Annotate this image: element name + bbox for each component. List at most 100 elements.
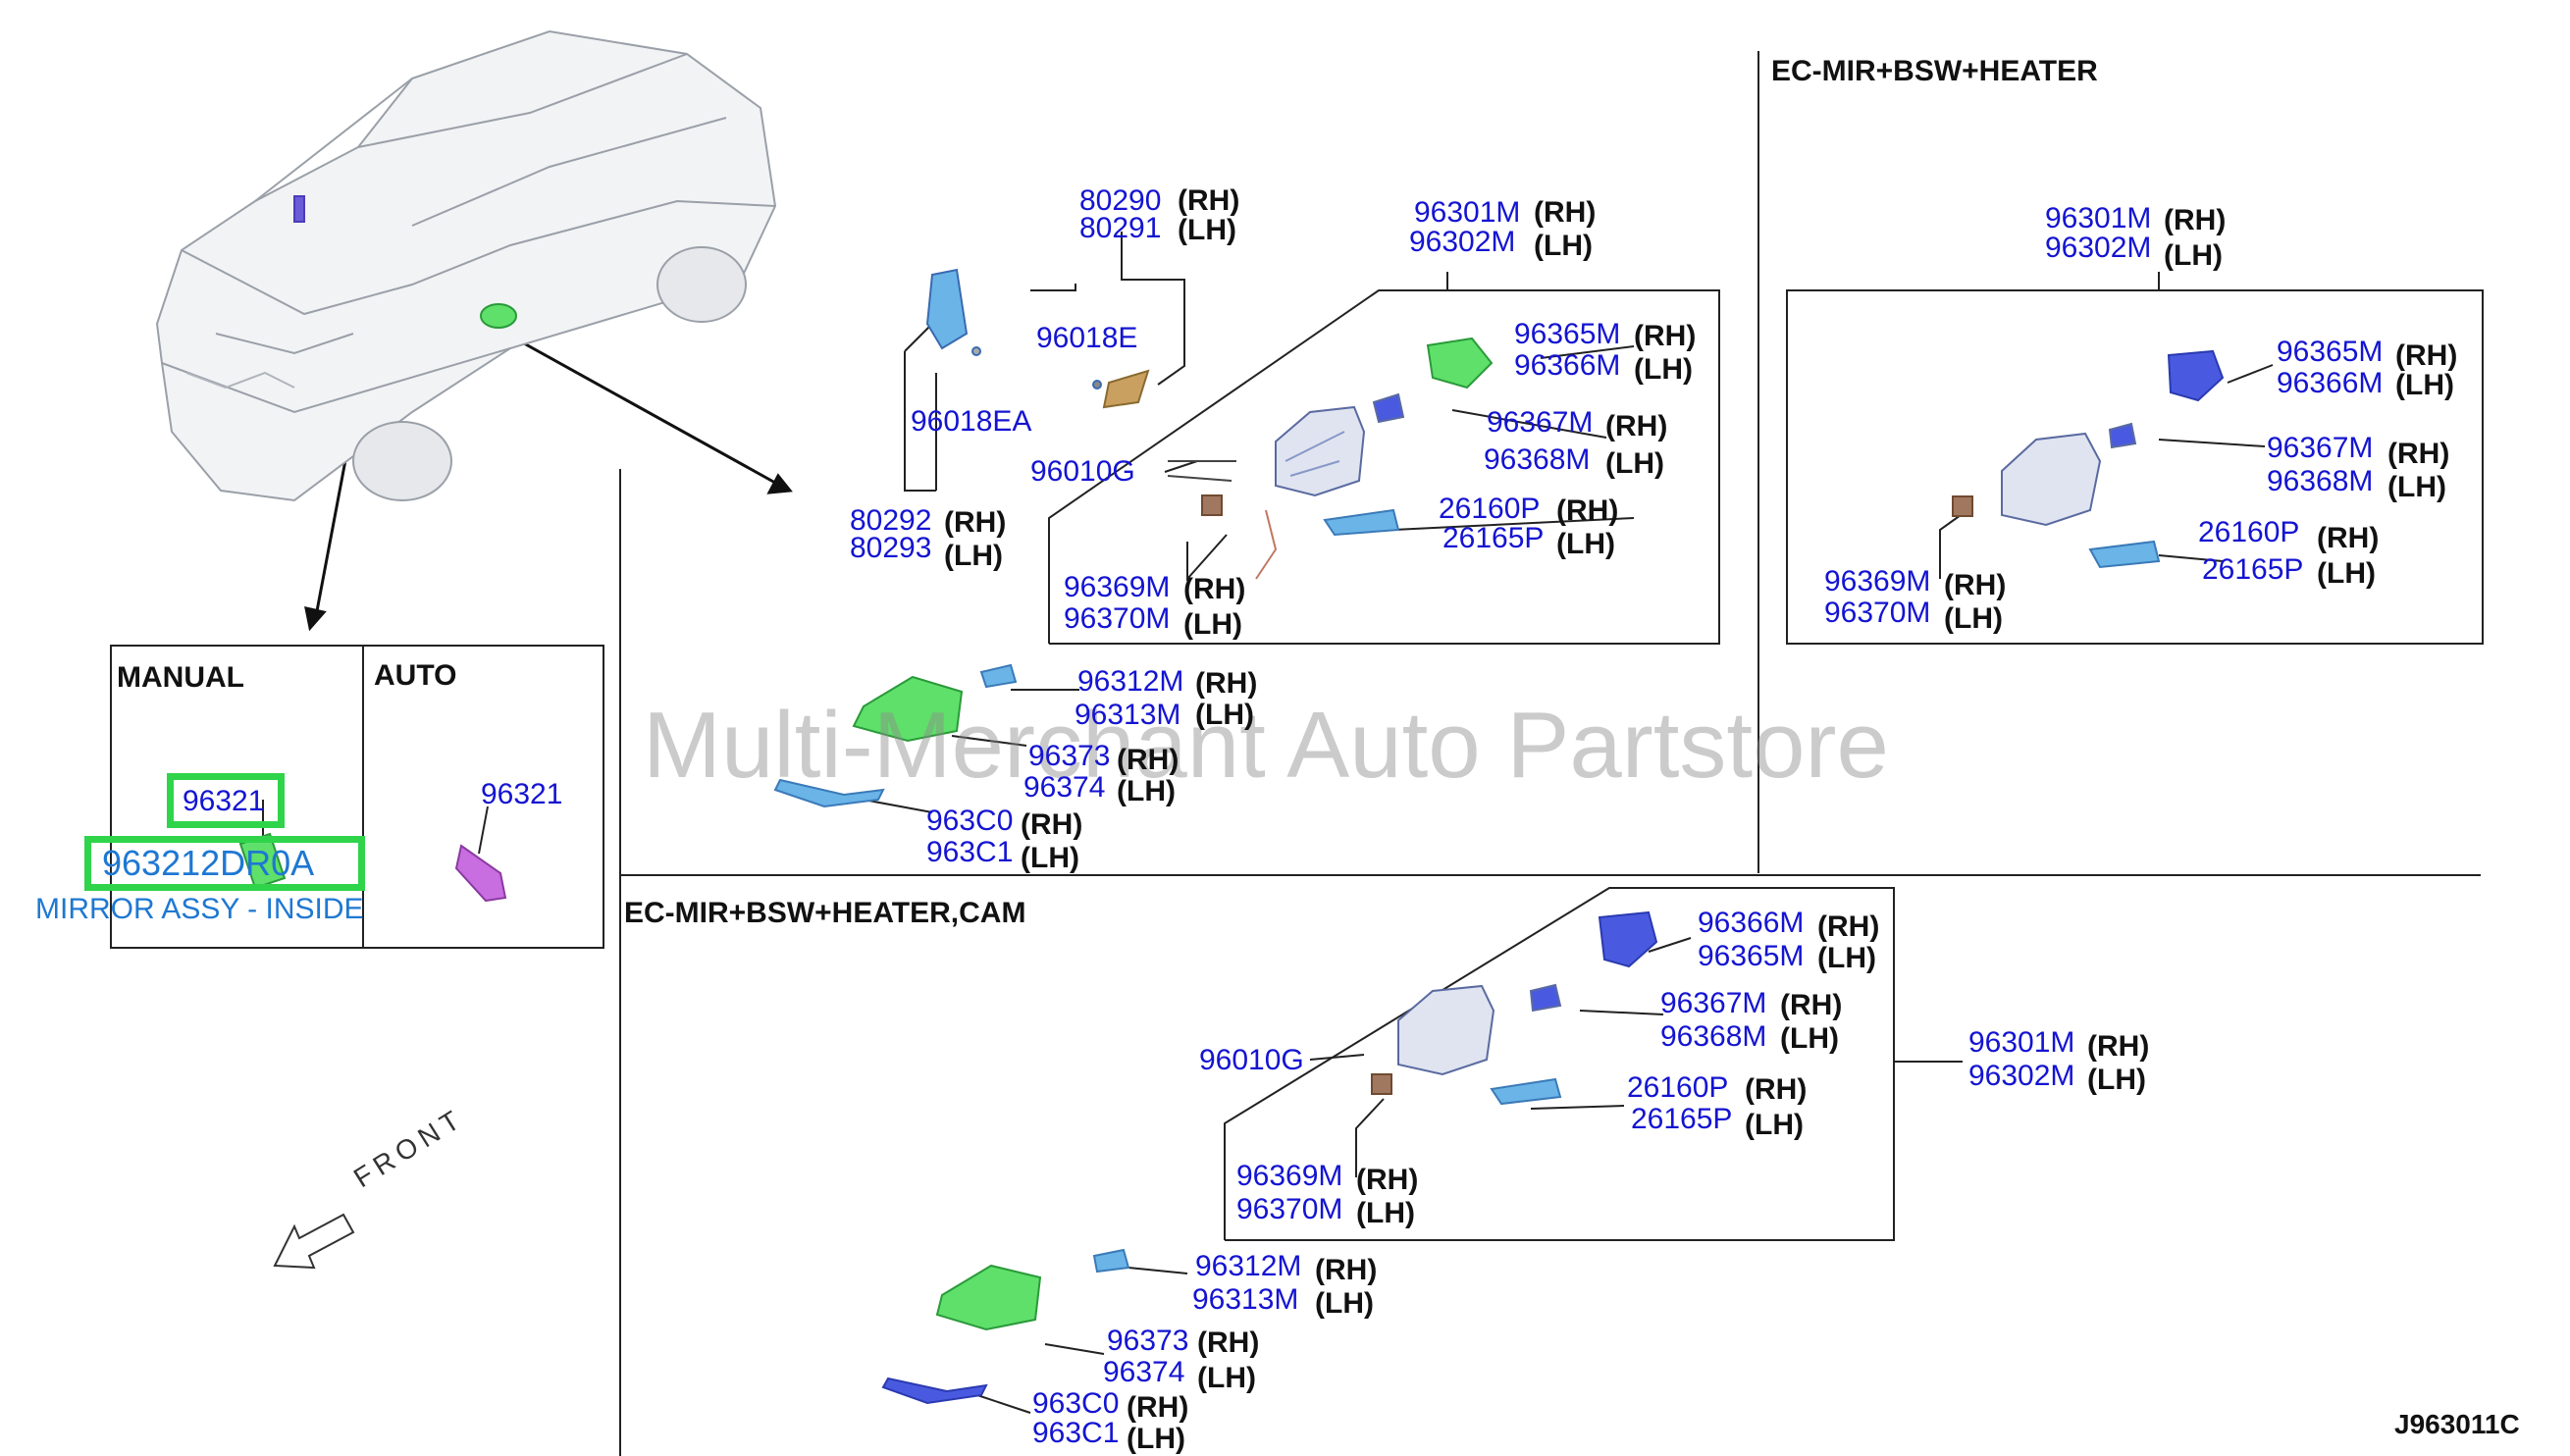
part-96301m[interactable]: 96301M (1414, 196, 1521, 229)
side-rh: (RH) (1780, 989, 1843, 1021)
cam-mirror-assembly-illustration (881, 910, 1658, 1405)
part-96010g-cam[interactable]: 96010G (1199, 1044, 1304, 1076)
side-lh: (LH) (1780, 1022, 1839, 1055)
part-96312m[interactable]: 96312M (1077, 665, 1184, 698)
inside-mirror-illustration (238, 832, 507, 903)
part-963c1-cam[interactable]: 963C1 (1032, 1417, 1120, 1449)
part-96366m-cam[interactable]: 96366M (1698, 907, 1805, 939)
side-lh: (LH) (2387, 471, 2446, 503)
part-26165p-cam[interactable]: 26165P (1631, 1103, 1733, 1135)
highlight-box-part (167, 773, 285, 828)
part-26165p-bsw[interactable]: 26165P (2202, 553, 2304, 586)
part-96365m-bsw[interactable]: 96365M (2277, 336, 2384, 368)
inside-mirror-box (110, 645, 604, 949)
side-rh: (RH) (1745, 1073, 1808, 1106)
part-96369m[interactable]: 96369M (1064, 571, 1171, 603)
part-96302m[interactable]: 96302M (1409, 226, 1516, 258)
side-lh: (LH) (1534, 230, 1593, 262)
part-963c1[interactable]: 963C1 (926, 836, 1014, 868)
part-26160p[interactable]: 26160P (1439, 493, 1541, 525)
part-96369m-cam[interactable]: 96369M (1236, 1160, 1343, 1192)
side-rh: (RH) (944, 506, 1007, 539)
part-26165p[interactable]: 26165P (1442, 522, 1545, 554)
part-96369m-bsw[interactable]: 96369M (1824, 565, 1931, 598)
part-96367m[interactable]: 96367M (1487, 406, 1594, 439)
part-26160p-bsw[interactable]: 26160P (2198, 516, 2300, 548)
side-rh: (RH) (1605, 410, 1668, 442)
part-96368m-cam[interactable]: 96368M (1660, 1020, 1767, 1053)
part-96312m-cam[interactable]: 96312M (1195, 1250, 1302, 1282)
part-96302m-bsw[interactable]: 96302M (2045, 232, 2152, 264)
side-lh: (LH) (1195, 699, 1254, 731)
mirror-assembly-illustration (1167, 337, 1494, 580)
part-96366m-bsw[interactable]: 96366M (2277, 367, 2384, 399)
side-lh: (LH) (1197, 1362, 1256, 1394)
part-96374[interactable]: 96374 (1023, 771, 1106, 804)
side-rh: (RH) (1817, 910, 1880, 943)
part-96365m-cam[interactable]: 96365M (1698, 940, 1805, 972)
part-96374-cam[interactable]: 96374 (1103, 1356, 1185, 1388)
side-lh: (LH) (1117, 775, 1176, 807)
part-96321-auto[interactable]: 96321 (481, 778, 563, 810)
side-rh: (RH) (2395, 339, 2458, 372)
heading-bsw-heater: EC-MIR+BSW+HEATER (1771, 55, 2098, 87)
part-96301m-bsw[interactable]: 96301M (2045, 202, 2152, 234)
side-lh: (LH) (1817, 942, 1876, 974)
side-rh: (RH) (2164, 204, 2227, 236)
highlight-box-part-number (84, 836, 365, 891)
part-80291[interactable]: 80291 (1079, 212, 1162, 244)
side-rh: (RH) (1534, 196, 1597, 229)
part-96366m[interactable]: 96366M (1514, 349, 1621, 382)
highlight-part-number[interactable]: 963212DR0A (102, 843, 315, 883)
side-lh: (LH) (2087, 1064, 2146, 1096)
part-80290[interactable]: 80290 (1079, 184, 1162, 217)
part-96018e[interactable]: 96018E (1036, 322, 1138, 354)
side-lh: (LH) (1021, 842, 1079, 874)
side-lh: (LH) (1944, 602, 2003, 635)
bsw-group-box (1786, 289, 2484, 645)
part-96018ea[interactable]: 96018EA (911, 405, 1032, 438)
part-96010g[interactable]: 96010G (1030, 455, 1135, 488)
part-96301m-cam[interactable]: 96301M (1968, 1026, 2075, 1059)
part-96370m-cam[interactable]: 96370M (1236, 1193, 1343, 1225)
side-lh: (LH) (1745, 1109, 1804, 1141)
side-rh: (RH) (1356, 1164, 1419, 1196)
mirror-cover-illustration (773, 663, 1018, 808)
part-963c0-cam[interactable]: 963C0 (1032, 1387, 1120, 1420)
part-96302m-cam[interactable]: 96302M (1968, 1060, 2075, 1092)
part-96365m[interactable]: 96365M (1514, 318, 1621, 350)
part-96373[interactable]: 96373 (1028, 740, 1111, 772)
bsw-mirror-assembly-illustration (1952, 349, 2225, 569)
watermark: Multi-Merchant Auto Partstore (643, 693, 1889, 798)
part-96313m-cam[interactable]: 96313M (1192, 1283, 1299, 1316)
side-lh: (LH) (2317, 557, 2376, 590)
side-rh: (RH) (1634, 320, 1697, 352)
side-lh: (LH) (2395, 369, 2454, 401)
part-96367m-bsw[interactable]: 96367M (2267, 432, 2374, 464)
part-96370m[interactable]: 96370M (1064, 602, 1171, 635)
highlight-description: MIRROR ASSY - INSIDE (35, 893, 364, 925)
part-96370m-bsw[interactable]: 96370M (1824, 597, 1931, 629)
heading-auto: AUTO (374, 659, 457, 692)
side-rh: (RH) (2387, 438, 2450, 470)
diagram-code: J963011C (2394, 1409, 2520, 1439)
part-96313m[interactable]: 96313M (1075, 699, 1181, 731)
side-rh: (RH) (1127, 1391, 1189, 1424)
heading-bsw-heater-cam: EC-MIR+BSW+HEATER,CAM (624, 897, 1026, 929)
side-lh: (LH) (1634, 353, 1693, 386)
part-26160p-cam[interactable]: 26160P (1627, 1071, 1729, 1104)
part-96321-manual[interactable]: 96321 (183, 785, 265, 817)
part-80293[interactable]: 80293 (850, 532, 932, 564)
side-lh: (LH) (1127, 1423, 1185, 1455)
part-96368m-bsw[interactable]: 96368M (2267, 465, 2374, 497)
part-963c0[interactable]: 963C0 (926, 805, 1014, 837)
side-rh: (RH) (1178, 184, 1240, 217)
side-lh: (LH) (944, 540, 1003, 572)
part-96373-cam[interactable]: 96373 (1107, 1325, 1189, 1357)
part-80292[interactable]: 80292 (850, 504, 932, 537)
part-96367m-cam[interactable]: 96367M (1660, 987, 1767, 1019)
camera-bracket-illustration (925, 268, 1150, 409)
side-rh: (RH) (1195, 667, 1258, 700)
part-96368m[interactable]: 96368M (1484, 443, 1591, 476)
side-lh: (LH) (1556, 528, 1615, 560)
